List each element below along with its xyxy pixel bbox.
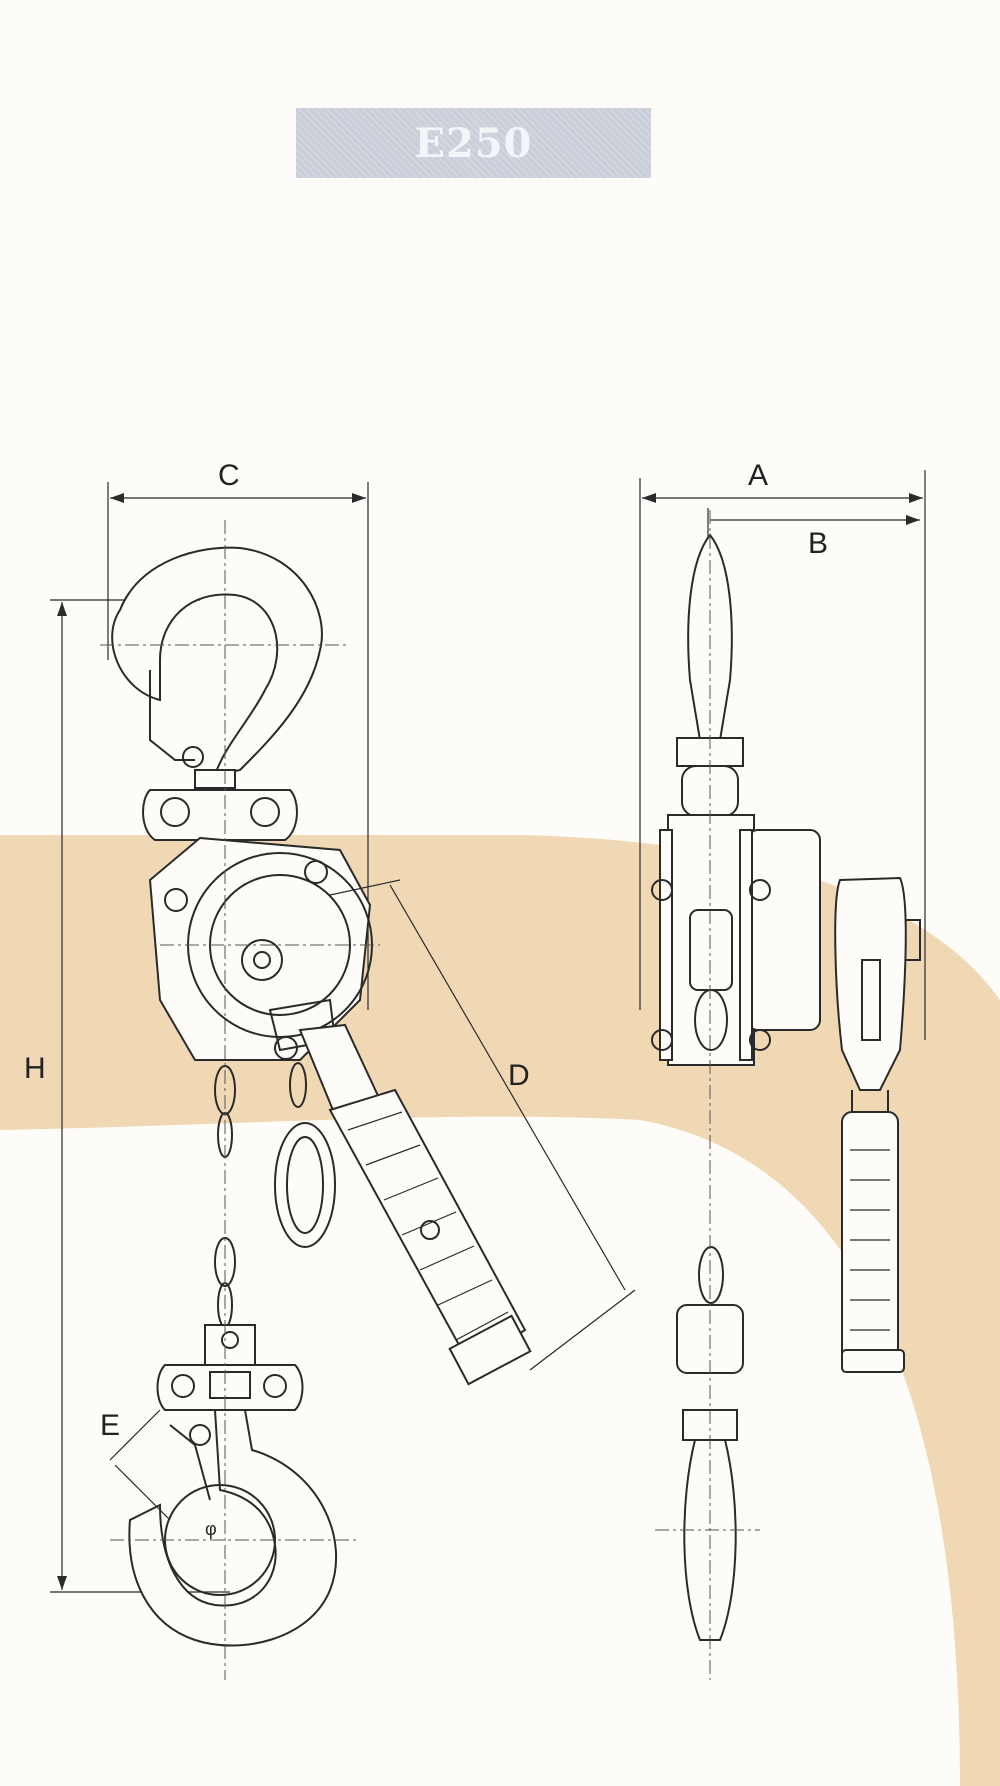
label-a: A xyxy=(748,459,768,492)
h-arrow-bottom xyxy=(57,1576,67,1590)
side-view: A B xyxy=(639,459,926,1680)
bottom-hook-latch-pin xyxy=(189,1424,211,1446)
housing-bolt-3 xyxy=(274,1036,298,1060)
slack-chain-link xyxy=(274,1122,336,1248)
d-dimension-line xyxy=(389,884,626,1291)
top-hook-latch-pin xyxy=(182,746,204,768)
top-hook-latch xyxy=(149,670,195,761)
side-lower-chain-link xyxy=(698,1246,724,1304)
top-hook-neck xyxy=(194,769,236,789)
side-bolt-1 xyxy=(651,879,673,901)
side-lever-head xyxy=(834,876,907,1091)
side-lever-end-cap xyxy=(841,1349,905,1373)
lever-end-cap xyxy=(448,1314,532,1386)
h-arrow-top xyxy=(57,602,67,616)
label-e: E xyxy=(100,1409,120,1442)
side-plate-right xyxy=(739,829,753,1061)
side-bolt-3 xyxy=(651,1029,673,1051)
bottom-swivel xyxy=(204,1324,256,1366)
label-b: B xyxy=(808,527,828,560)
side-chain-link xyxy=(694,989,728,1051)
side-plate-left xyxy=(659,829,673,1061)
bottom-block xyxy=(156,1364,304,1411)
model-title: E250 xyxy=(414,119,533,167)
top-yoke xyxy=(142,789,298,841)
title-banner: E250 xyxy=(296,108,651,178)
bottom-block-plate xyxy=(209,1371,251,1399)
housing-bolt-1 xyxy=(164,888,188,912)
background-band xyxy=(0,835,1000,1786)
top-hook xyxy=(111,546,323,777)
yoke-bolt-left xyxy=(160,797,190,827)
label-c: C xyxy=(218,459,240,492)
d-extension-top xyxy=(329,879,401,896)
lever-rivet xyxy=(420,1220,440,1240)
a-arrow-left xyxy=(642,493,656,503)
slack-chain-link-inner xyxy=(286,1136,324,1234)
lever-grip-texture xyxy=(347,1111,509,1341)
drive-shaft-core xyxy=(253,951,271,969)
lever-grip xyxy=(328,1088,527,1367)
side-lever-slot xyxy=(861,959,881,1041)
housing-bolt-2 xyxy=(304,860,328,884)
yoke-bolt-right xyxy=(250,797,280,827)
front-view: C H xyxy=(24,459,636,1680)
b-arrow-right xyxy=(906,515,920,525)
side-grip-texture xyxy=(850,1149,890,1331)
slack-chain-upper xyxy=(289,1062,307,1108)
bottom-hook xyxy=(128,1409,338,1647)
a-arrow-right xyxy=(909,493,923,503)
side-gear-case xyxy=(747,829,821,1031)
e-extension-bottom xyxy=(114,1464,171,1521)
c-arrow-left xyxy=(110,493,124,503)
side-lever-knob xyxy=(905,919,921,961)
c-arrow-right xyxy=(352,493,366,503)
hoist-housing xyxy=(148,836,372,1061)
bottom-hook-latch xyxy=(169,1424,211,1501)
side-lever-grip xyxy=(841,1111,899,1373)
bottom-block-bolt-left xyxy=(171,1374,195,1398)
label-d: D xyxy=(508,1059,530,1092)
label-h: H xyxy=(24,1052,46,1085)
label-phi: φ xyxy=(205,1519,217,1539)
drive-shaft xyxy=(241,939,283,981)
d-extension-bottom xyxy=(529,1289,636,1371)
bottom-block-bolt-right xyxy=(263,1374,287,1398)
side-bolt-2 xyxy=(749,879,771,901)
side-bolt-4 xyxy=(749,1029,771,1051)
e-extension-top xyxy=(109,1409,161,1461)
bottom-swivel-pin xyxy=(221,1331,239,1349)
